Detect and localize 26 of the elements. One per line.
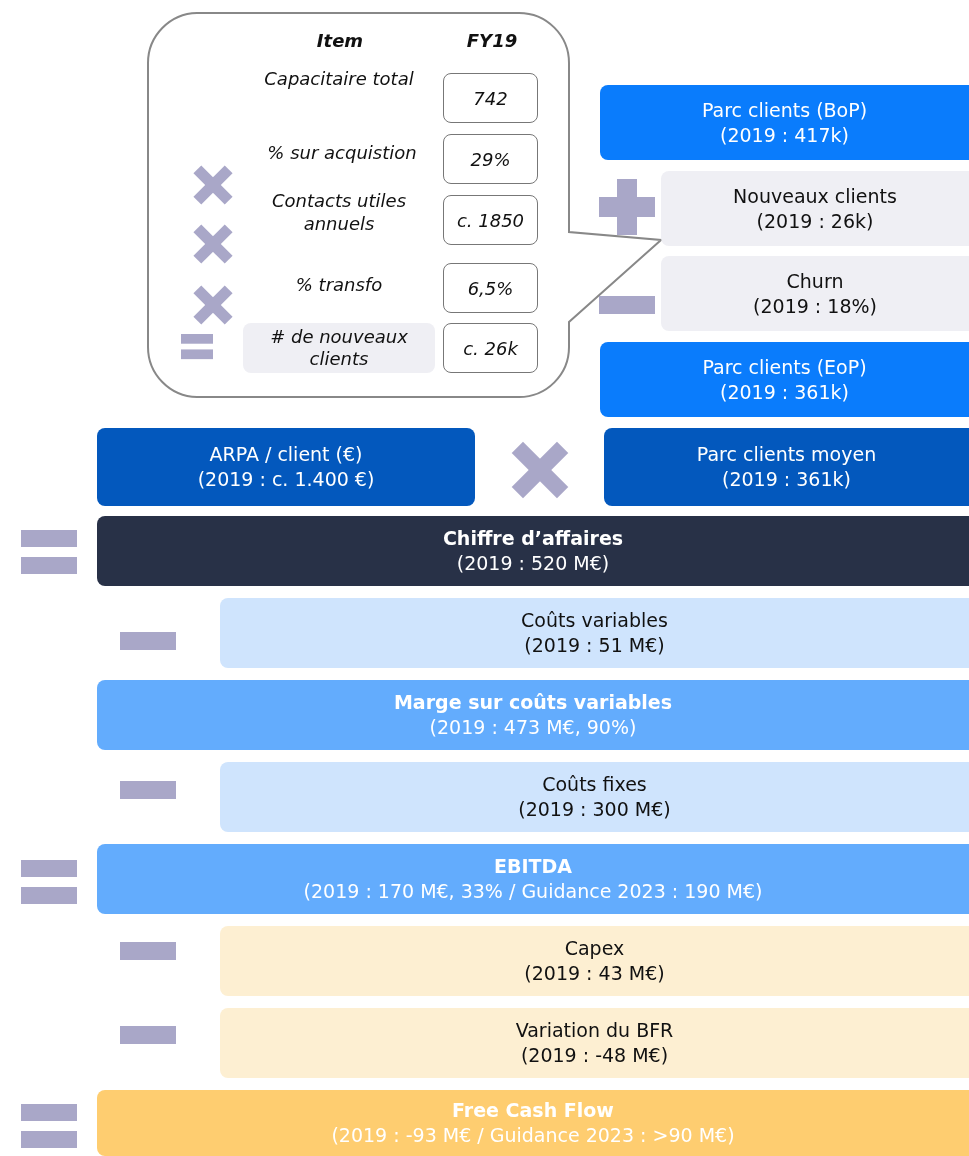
metric-box: Coûts fixes (2019 : 300 M€)	[220, 762, 969, 832]
metric-box: Capex (2019 : 43 M€)	[220, 926, 969, 996]
metric-box: Nouveaux clients (2019 : 26k)	[661, 171, 969, 246]
metric-box: Marge sur coûts variables (2019 : 473 M€, 90%)	[97, 680, 969, 750]
metric-box: ARPA / client (€) (2019 : c. 1.400 €)	[97, 428, 475, 506]
metric-box: Variation du BFR (2019 : -48 M€)	[220, 1008, 969, 1078]
value-box: c. 26k	[443, 323, 538, 373]
column-header: Item	[315, 30, 365, 53]
metric-box: EBITDA (2019 : 170 M€, 33% / Guidance 2023 : 190 M€)	[97, 844, 969, 914]
result-label: # de nouveaux clients	[243, 323, 435, 373]
row-label: % sur acquistion	[266, 142, 418, 165]
metric-box: Parc clients moyen (2019 : 361k)	[604, 428, 969, 506]
row-label: % transfo	[294, 274, 384, 297]
metric-box: Chiffre d’affaires (2019 : 520 M€)	[97, 516, 969, 586]
metric-box: Parc clients (BoP) (2019 : 417k)	[600, 85, 969, 160]
column-header: FY19	[465, 30, 519, 53]
value-box: 6,5%	[443, 263, 538, 313]
metric-box: Churn (2019 : 18%)	[661, 256, 969, 331]
value-box: c. 1850	[443, 195, 538, 245]
row-label: Contacts utiles annuels	[270, 190, 408, 235]
value-box: 29%	[443, 134, 538, 184]
metric-box: Parc clients (EoP) (2019 : 361k)	[600, 342, 969, 417]
metric-box: Coûts variables (2019 : 51 M€)	[220, 598, 969, 668]
row-label: Capacitaire total	[263, 68, 415, 91]
metric-box: Free Cash Flow (2019 : -93 M€ / Guidance 2023 : >90 M€)	[97, 1090, 969, 1156]
value-box: 742	[443, 73, 538, 123]
